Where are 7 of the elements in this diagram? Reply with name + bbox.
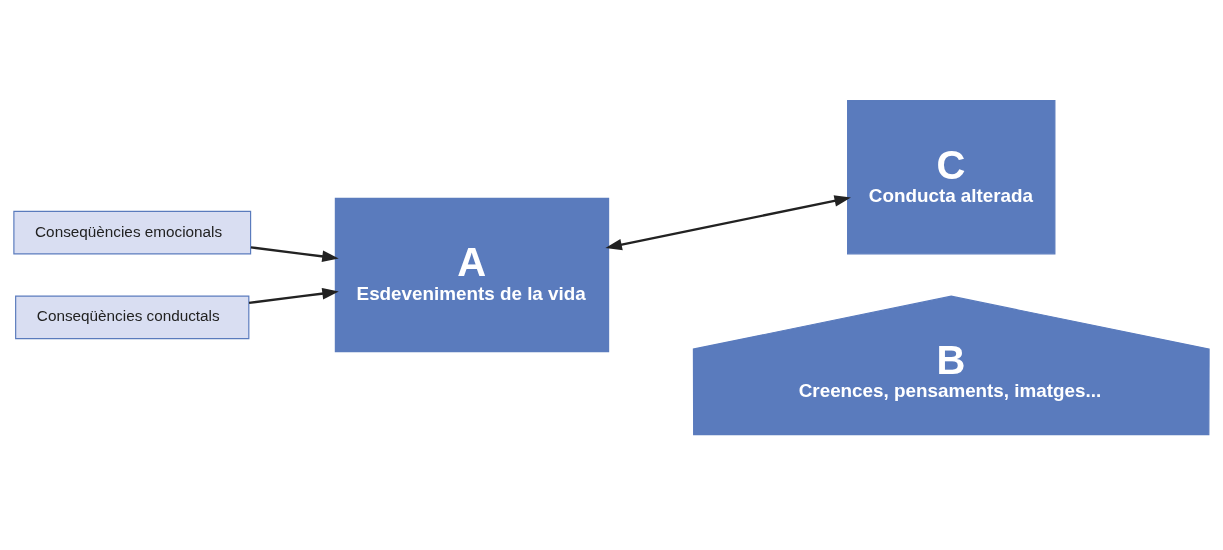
arrow bbox=[248, 287, 339, 305]
node-box: C Conducta alterada bbox=[847, 100, 1056, 255]
arrow bbox=[250, 246, 339, 263]
node-box: Conseqüències conductals bbox=[15, 295, 250, 340]
node-box: Conseqüències emocionals bbox=[13, 210, 252, 255]
arrow bbox=[605, 195, 851, 251]
node-box: A Esdeveniments de la vida bbox=[334, 197, 610, 353]
